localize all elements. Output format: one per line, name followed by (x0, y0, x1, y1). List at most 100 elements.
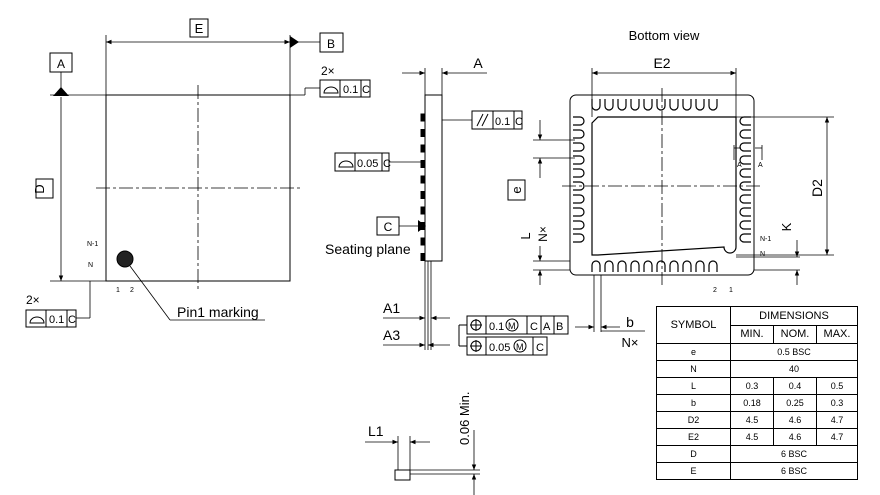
bottom-pin-n: N (760, 251, 765, 258)
pad-top (695, 99, 705, 111)
label-E: E (195, 21, 204, 36)
side-lead (420, 160, 426, 168)
side-lead (420, 175, 426, 184)
mmc-symbol-1: M (508, 321, 516, 331)
side-lead (420, 191, 426, 199)
row-symbol: b (656, 394, 731, 412)
label-A: A (473, 55, 483, 71)
pin-n1-label: N-1 (87, 241, 98, 248)
label-A1: A1 (383, 300, 400, 316)
table-row: E2 4.5 4.6 4.7 (656, 428, 858, 446)
pad-top (630, 99, 640, 111)
table-row: L 0.3 0.4 0.5 (656, 377, 858, 395)
datum-c-label: C (384, 220, 393, 234)
label-L1: L1 (368, 423, 384, 439)
bottom-view-labels: Bottom view E2 D2 e L N× K b N× N-1 N 2 … (509, 28, 825, 350)
bottom-pin-n1: N-1 (760, 236, 771, 243)
row-value: 0.5 BSC (730, 343, 858, 361)
label-b: b (626, 314, 634, 330)
bottom-pads (573, 99, 751, 272)
side-view (334, 68, 523, 495)
side-lead (420, 129, 426, 137)
header-nom: NOM. (773, 324, 817, 344)
bottom-pin-1: 1 (729, 287, 733, 294)
tol-top-value: 0.1 (343, 84, 358, 96)
section-a-left: A (737, 162, 742, 169)
pos-tol-1-ref-b: B (556, 321, 563, 333)
datum-b-triangle (290, 36, 299, 48)
pad-left (573, 207, 585, 217)
header-min: MIN. (730, 324, 774, 344)
pad-top (591, 99, 601, 111)
count-top: 2× (321, 64, 335, 78)
package-side-outline (424, 94, 443, 262)
pad-right (739, 142, 751, 152)
profile-symbol-bottom (29, 316, 45, 324)
pad-top (708, 99, 718, 111)
pad-right (739, 194, 751, 204)
flat-tol-value: 0.05 (357, 158, 378, 170)
label-K: K (779, 222, 794, 231)
row-symbol: D2 (656, 411, 731, 429)
table-row: b 0.18 0.25 0.3 (656, 394, 858, 412)
pad-bottom (682, 260, 692, 272)
tol-top-ref: C (362, 84, 370, 96)
pad-bottom (656, 260, 666, 272)
table-row: E 6 BSC (656, 462, 858, 480)
row-symbol: E (656, 462, 731, 480)
pad-bottom (695, 260, 705, 272)
label-e: e (509, 186, 524, 193)
pad-left (573, 142, 585, 152)
label-E2: E2 (653, 55, 670, 71)
pad-left (573, 129, 585, 139)
tol-bottom-ref: C (68, 314, 76, 326)
pad-right (739, 220, 751, 230)
position-tolerance-labels: 0.1 M C A B 0.05 M C (489, 321, 563, 354)
label-datum-A: A (57, 57, 65, 71)
section-a-right: A (758, 162, 763, 169)
row-value: 40 (730, 360, 858, 378)
pad-bottom (630, 260, 640, 272)
row-max: 4.7 (816, 428, 858, 446)
bottom-view (507, 68, 834, 332)
parallel-frame (471, 110, 523, 130)
pin1-dot (116, 250, 134, 268)
row-symbol: N (656, 360, 731, 378)
row-min: 0.18 (730, 394, 774, 412)
pad-right (739, 168, 751, 178)
mmc-symbol-2: M (516, 342, 524, 352)
pad-left (573, 181, 585, 191)
pad-top (682, 99, 692, 111)
row-max: 0.3 (816, 394, 858, 412)
pos-tol-1-value: 0.1 (489, 321, 504, 333)
row-nom: 4.6 (773, 411, 817, 429)
pin1-marking-label: Pin1 marking (177, 304, 259, 320)
header-symbol: SYMBOL (656, 306, 731, 344)
side-lead (420, 113, 426, 122)
pad-left (573, 116, 585, 126)
row-nom: 4.6 (773, 428, 817, 446)
pad-left (573, 194, 585, 204)
dimensions-table: SYMBOL DIMENSIONS MIN. NOM. MAX. e 0.5 B… (656, 306, 858, 480)
flatness-frame-bottom (25, 309, 77, 328)
top-view (25, 32, 371, 328)
pos-tol-2-value: 0.05 (489, 342, 510, 354)
position-tolerance-frames (458, 315, 569, 356)
datum-b-box (319, 32, 344, 53)
row-symbol: D (656, 445, 731, 463)
pad-top (669, 99, 679, 111)
bottom-pin-2: 2 (713, 287, 717, 294)
pad-bottom (604, 260, 614, 272)
table-row: D 6 BSC (656, 445, 858, 463)
pad-top (643, 99, 653, 111)
pad-left (573, 168, 585, 178)
flatness-frame-top (319, 79, 371, 98)
row-symbol: E2 (656, 428, 731, 446)
side-lead (420, 144, 426, 153)
header-max: MAX. (816, 324, 858, 344)
label-L: L (518, 232, 533, 239)
table-row: e 0.5 BSC (656, 343, 858, 361)
pad-bottom (643, 260, 653, 272)
label-A3: A3 (383, 327, 400, 343)
header-dimensions: DIMENSIONS (730, 306, 858, 326)
